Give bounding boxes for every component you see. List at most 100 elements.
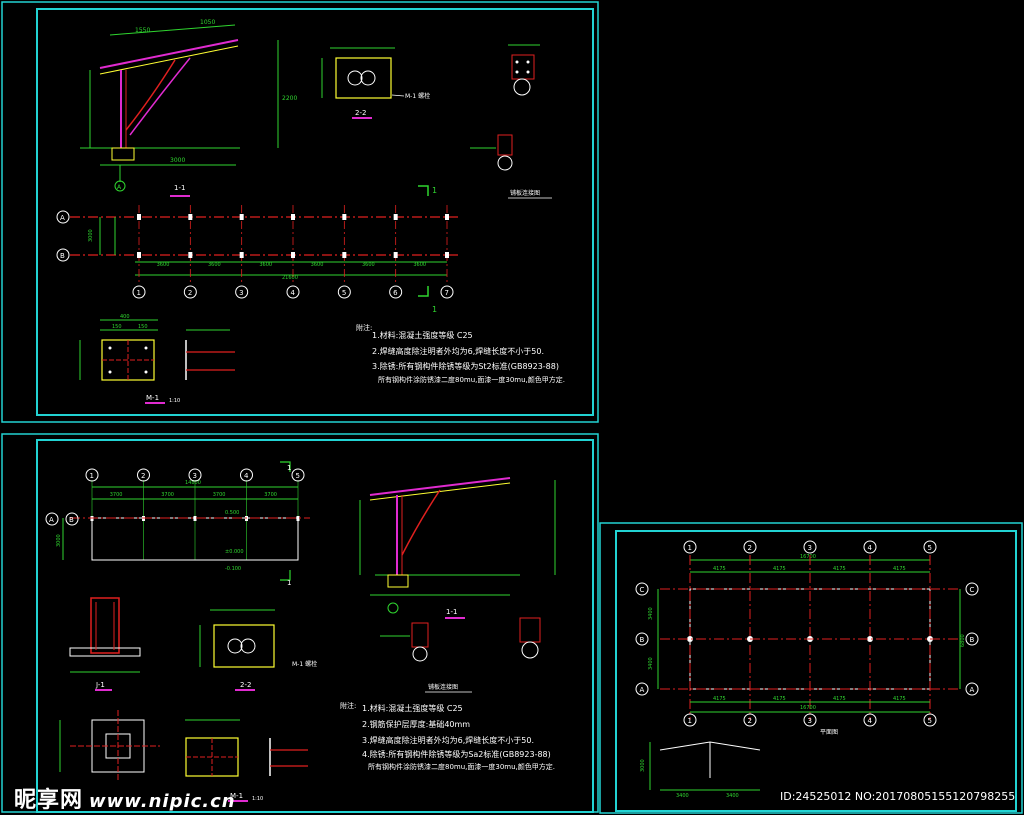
panel1-bolt-detail: M-1 螺栓 (405, 92, 430, 100)
panel3-col-top-4-bubble (863, 540, 877, 554)
panel1-col-number-3-bubble (235, 285, 249, 299)
panel1-section-2-2: 2-2 M-1 螺栓 (321, 47, 430, 119)
panel2-level-mid: ±0.000 (225, 549, 244, 555)
panel3-profile-dim-1: 3400 (726, 793, 739, 799)
panel2-col-number-2-bubble (137, 468, 150, 482)
panel1-plate-m1: 400 150 150 M-1 1:10 (79, 314, 235, 404)
panel1-col-post (445, 214, 449, 220)
panel2-notes: 附注: 1.材料:混凝土强度等级 C25 2.钢筋保护层厚度:基础40mm 3.… (340, 701, 555, 771)
panel1-notes: 附注: 1.材料:混凝土强度等级 C25 2.焊缝高度除注明者外均为6,焊缝长度… (356, 323, 565, 384)
panel3-span-dim-bottom: 4175 (893, 696, 906, 702)
panel3-column-dot (687, 636, 693, 642)
panel1-col-number-1-bubble (132, 285, 146, 299)
panel3-span-dim-top: 4175 (713, 566, 726, 572)
panel3-span-dim-bottom: 4175 (713, 696, 726, 702)
panel-3-frame (599, 522, 1023, 814)
panel1-connection-detail: 铺板连接图 (470, 44, 552, 199)
panel2-m-scale: 1:10 (252, 796, 263, 802)
panel3-span-dim-top: 4175 (893, 566, 906, 572)
panel3-side-dim-0: 3400 (648, 607, 654, 620)
panel1-span-dim: 3600 (157, 262, 170, 268)
panel3-row-left-A-bubble (635, 682, 649, 696)
panel3-col-bottom-4-bubble (863, 713, 877, 727)
panel1-span-dim: 3600 (259, 262, 272, 268)
panel2-col-number-5: 5 (296, 472, 300, 480)
panel1-total-dim: 21600 (282, 275, 298, 281)
panel3-col-top-3-bubble (803, 540, 817, 554)
panel1-col-number-2: 2 (188, 289, 192, 297)
panel1-eave-dim: 3000 (170, 157, 185, 164)
panel3-col-top-1: 1 (688, 544, 692, 552)
panel1-span-dim: 3600 (208, 262, 221, 268)
panel1-plate-label: M-1 (146, 394, 159, 402)
panel1-detail-title: 铺板连接图 (510, 189, 540, 197)
panel2-col-number-3: 3 (193, 472, 197, 480)
panel1-note-1: 1.材料:混凝土强度等级 C25 (372, 330, 473, 340)
panel1-col-post (137, 252, 141, 258)
panel2-plate-m1: M-1 1:10 (185, 719, 308, 802)
panel3-col-bottom-2-bubble (743, 713, 757, 727)
watermark-id: ID:24525012 NO:20170805155120798255 (780, 790, 1016, 803)
panel3-span-dim-bottom: 4175 (833, 696, 846, 702)
panel1-axis-B: B (60, 252, 65, 260)
panel1-col-post (291, 214, 295, 220)
panel2-col-number-4: 4 (244, 472, 249, 480)
panel3-col-top-5: 5 (928, 544, 932, 552)
panel3-plan-title: 平面图 (820, 729, 838, 736)
panel2-col-number-1: 1 (90, 472, 94, 480)
panel2-section-label: 1-1 (446, 608, 457, 616)
panel1-col-number-6: 6 (393, 289, 398, 297)
panel3-side-total: 6800 (960, 634, 966, 647)
panel-1-frame (1, 1, 599, 423)
panel3-col-bottom-5-bubble (923, 713, 937, 727)
panel2-col-number-5-bubble (291, 468, 305, 482)
panel3-row-right-C: C (970, 586, 975, 594)
panel-2-frame (1, 433, 599, 813)
panel1-col-post (291, 252, 295, 258)
svg-text:1550: 1550 (135, 27, 150, 34)
panel1-col-post (342, 252, 347, 258)
panel2-section-2-2: 2-2 M-1 螺栓 (199, 609, 317, 691)
panel2-section-mark-bottom: 1 (287, 579, 291, 587)
panel3-col-bottom-5: 5 (928, 717, 932, 725)
panel3-col-top-2: 2 (748, 544, 752, 552)
panel1-col-number-5: 5 (342, 289, 346, 297)
panel3-row-left-C: C (640, 586, 645, 594)
panel1-plate-dim-1: 150 (112, 324, 122, 330)
panel2-foundation-j1: J-1 (69, 597, 141, 691)
panel1-col-number-4: 4 (291, 289, 296, 297)
panel1-span-dim: 3600 (413, 262, 426, 268)
panel2-total-dim: 14800 (185, 480, 201, 486)
panel1-col-post (445, 252, 449, 258)
panel2-note-4: 4.除锈:所有钢构件除锈等级为Sa2标准(GB8923-88) (362, 749, 551, 759)
panel2-note-3: 3.焊缝高度除注明者外均为6,焊缝长度不小于50. (362, 735, 534, 745)
panel1-plate-dim-0: 400 (120, 314, 130, 320)
panel3-row-left-C-bubble (635, 582, 649, 596)
panel3-row-right-A: A (970, 686, 975, 694)
panel1-notes-title: 附注: (356, 323, 372, 332)
panel3-profile-dim-0: 3400 (676, 793, 689, 799)
panel3-col-top-3: 3 (808, 544, 812, 552)
panel3-profile-height: 3000 (640, 759, 646, 772)
panel1-col-post (239, 252, 244, 258)
panel1-col-number-1: 1 (137, 289, 141, 297)
panel1-col-number-3: 3 (239, 289, 243, 297)
panel2-section-1-1: 1-1 (359, 477, 556, 619)
panel1-plate-scale: 1:10 (169, 398, 180, 404)
panel2-note-2: 2.钢筋保护层厚度:基础40mm (362, 719, 470, 729)
panel2-span-dim: 3700 (264, 492, 277, 498)
panel1-col-post (137, 214, 141, 220)
panel3-row-right-B-bubble (965, 632, 979, 646)
panel3-col-bottom-1-bubble (683, 713, 697, 727)
panel2-col-number-4-bubble (240, 468, 253, 482)
panel2-axis-A: A (49, 516, 54, 524)
panel3-col-top-2-bubble (743, 540, 757, 554)
panel2-span-dim: 3700 (213, 492, 226, 498)
panel1-col-number-6-bubble (389, 285, 403, 299)
panel3-total-dim-top: 16700 (800, 554, 816, 560)
panel1-span-dim: 3600 (311, 262, 324, 268)
